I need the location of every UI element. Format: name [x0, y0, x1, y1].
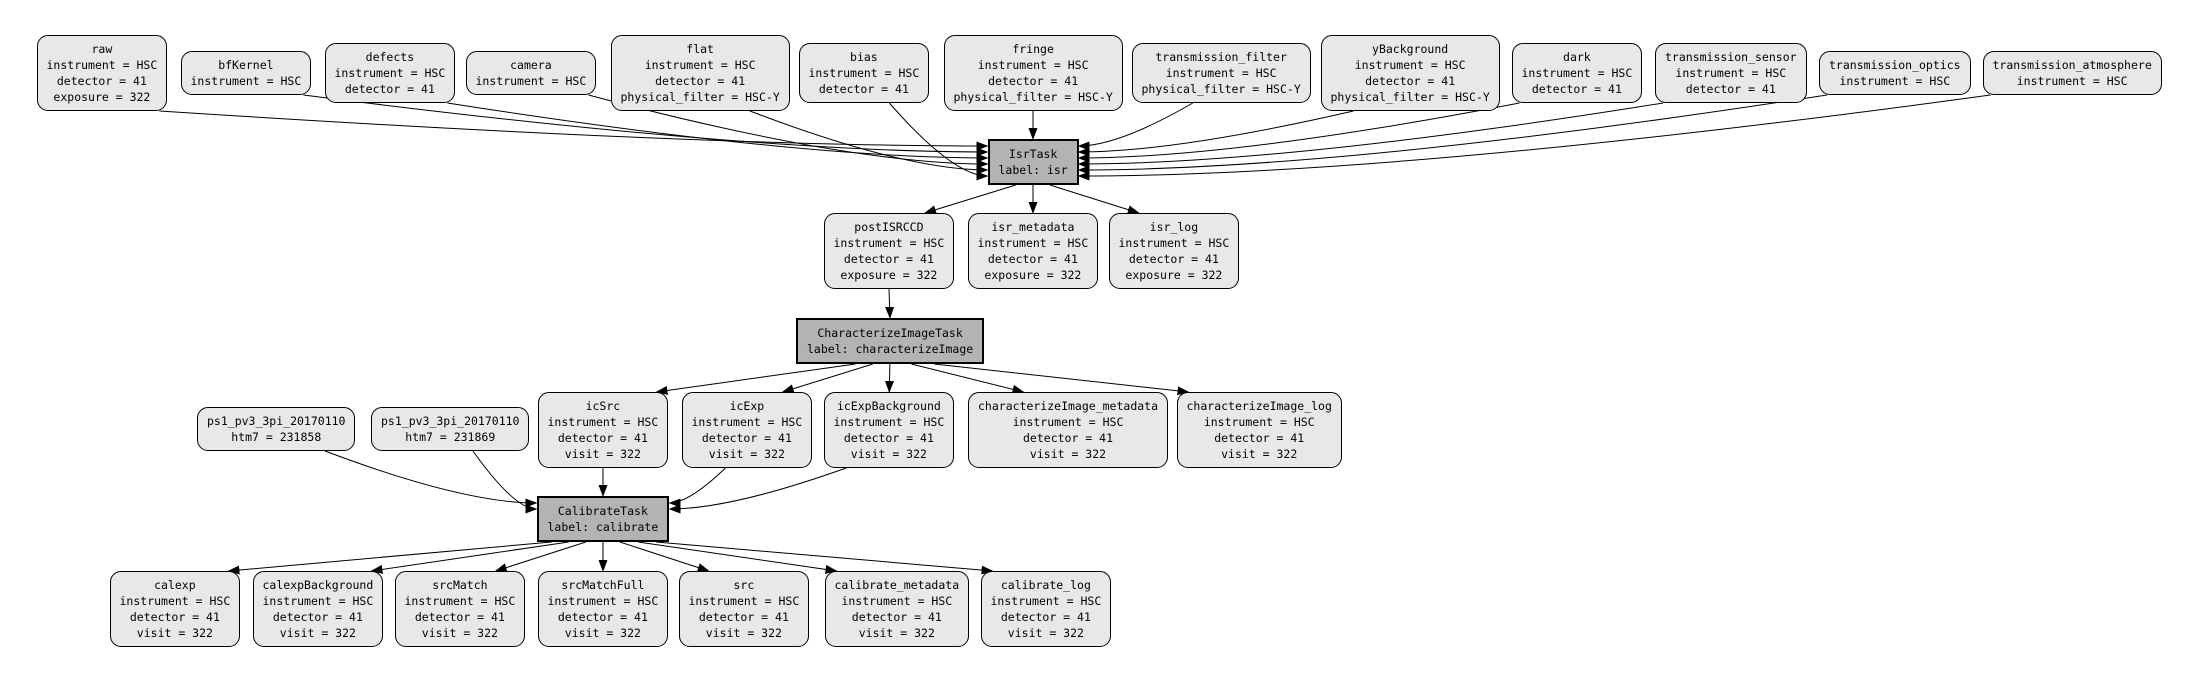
graph-node-postISRCCD: postISRCCD instrument = HSC detector = 4…: [823, 213, 955, 289]
graph-edge-transmission_sensor-to-isr_task: [1077, 102, 1664, 169]
graph-edge-icExp-to-calibrate_task: [668, 467, 726, 508]
graph-node-srcMatch: srcMatch instrument = HSC detector = 41 …: [394, 571, 526, 647]
graph-node-dark: dark instrument = HSC detector = 41: [1511, 43, 1643, 103]
graph-node-isr_log: isr_log instrument = HSC detector = 41 e…: [1108, 213, 1240, 289]
graph-edge-flat-to-isr_task: [749, 110, 989, 175]
graph-node-camera: camera instrument = HSC: [465, 51, 597, 95]
graph-edge-characterizeImage_task-to-characterizeImage_log: [934, 363, 1190, 396]
graph-edge-defects-to-isr_task: [447, 102, 989, 163]
graph-edge-characterizeImage_task-to-icSrc: [655, 363, 856, 395]
graph-edge-calibrate_task-to-srcMatch: [494, 541, 586, 572]
graph-node-transmission_filter: transmission_filter instrument = HSC phy…: [1131, 43, 1311, 103]
graph-edge-calibrate_task-to-calibrate_metadata: [638, 541, 838, 574]
graph-edge-calibrate_task-to-src: [619, 541, 710, 572]
graph-edge-characterizeImage_task-to-icExp: [781, 363, 873, 394]
graph-node-icExpBackground: icExpBackground instrument = HSC detecto…: [823, 392, 955, 468]
graph-node-isr_metadata: isr_metadata instrument = HSC detector =…: [967, 213, 1099, 289]
graph-edge-calibrate_task-to-calibrate_log: [656, 541, 994, 575]
graph-node-isr_task: IsrTask label: isr: [987, 139, 1079, 185]
graph-node-ps1_htm7_231858: ps1_pv3_3pi_20170110 htm7 = 231858: [197, 407, 356, 451]
graph-node-fringe: fringe instrument = HSC detector = 41 ph…: [943, 35, 1123, 111]
graph-edge-ps1_htm7_231869-to-calibrate_task: [472, 450, 538, 514]
graph-edge-calibrate_task-to-calexp: [227, 541, 552, 575]
graph-edge-yBackground-to-isr_task: [1077, 110, 1354, 157]
graph-node-icExp: icExp instrument = HSC detector = 41 vis…: [681, 392, 813, 468]
graph-node-icSrc: icSrc instrument = HSC detector = 41 vis…: [537, 392, 669, 468]
graph-node-transmission_optics: transmission_optics instrument = HSC: [1819, 51, 1971, 95]
graph-edge-bias-to-isr_task: [888, 102, 989, 181]
graph-node-srcMatchFull: srcMatchFull instrument = HSC detector =…: [537, 571, 669, 647]
graph-edge-isr_task-to-postISRCCD: [924, 184, 1016, 215]
graph-node-calibrate_task: CalibrateTask label: calibrate: [536, 496, 670, 542]
graph-node-characterizeImage_log: characterizeImage_log instrument = HSC d…: [1176, 392, 1342, 468]
graph-node-src: src instrument = HSC detector = 41 visit…: [678, 571, 810, 647]
graph-edge-isr_task-to-isr_log: [1049, 184, 1140, 214]
graph-node-calexp: calexp instrument = HSC detector = 41 vi…: [109, 571, 241, 647]
graph-node-calibrate_log: calibrate_log instrument = HSC detector …: [980, 571, 1112, 647]
graph-edge-characterizeImage_task-to-characterizeImage_metadata: [911, 363, 1025, 394]
graph-node-ps1_htm7_231869: ps1_pv3_3pi_20170110 htm7 = 231869: [371, 407, 530, 451]
graph-node-characterizeImage_task: CharacterizeImageTask label: characteriz…: [796, 318, 985, 364]
graph-node-bfKernel: bfKernel instrument = HSC: [180, 51, 312, 95]
graph-node-raw: raw instrument = HSC detector = 41 expos…: [36, 35, 168, 111]
graph-edge-calibrate_task-to-calexpBackground: [370, 541, 569, 574]
graph-node-bias: bias instrument = HSC detector = 41: [798, 43, 930, 103]
graph-edge-transmission_atmosphere-to-isr_task: [1077, 94, 1991, 181]
graph-edge-dark-to-isr_task: [1077, 102, 1520, 163]
graph-node-yBackground: yBackground instrument = HSC detector = …: [1320, 35, 1500, 111]
graph-edge-postISRCCD-to-characterizeImage_task: [885, 288, 895, 319]
graph-node-transmission_sensor: transmission_sensor instrument = HSC det…: [1655, 43, 1807, 103]
graph-node-calibrate_metadata: calibrate_metadata instrument = HSC dete…: [824, 571, 970, 647]
graph-edge-icExpBackground-to-calibrate_task: [668, 467, 847, 514]
graph-node-calexpBackground: calexpBackground instrument = HSC detect…: [252, 571, 384, 647]
graph-node-flat: flat instrument = HSC detector = 41 phys…: [610, 35, 790, 111]
graph-node-defects: defects instrument = HSC detector = 41: [324, 43, 456, 103]
graph-node-characterizeImage_metadata: characterizeImage_metadata instrument = …: [968, 392, 1169, 468]
graph-edge-raw-to-isr_task: [159, 110, 989, 151]
graph-node-transmission_atmosphere: transmission_atmosphere instrument = HSC: [1982, 51, 2162, 95]
graph-edge-ps1_htm7_231858-to-calibrate_task: [324, 450, 538, 508]
graph-edge-characterizeImage_task-to-icExpBackground: [884, 363, 894, 393]
